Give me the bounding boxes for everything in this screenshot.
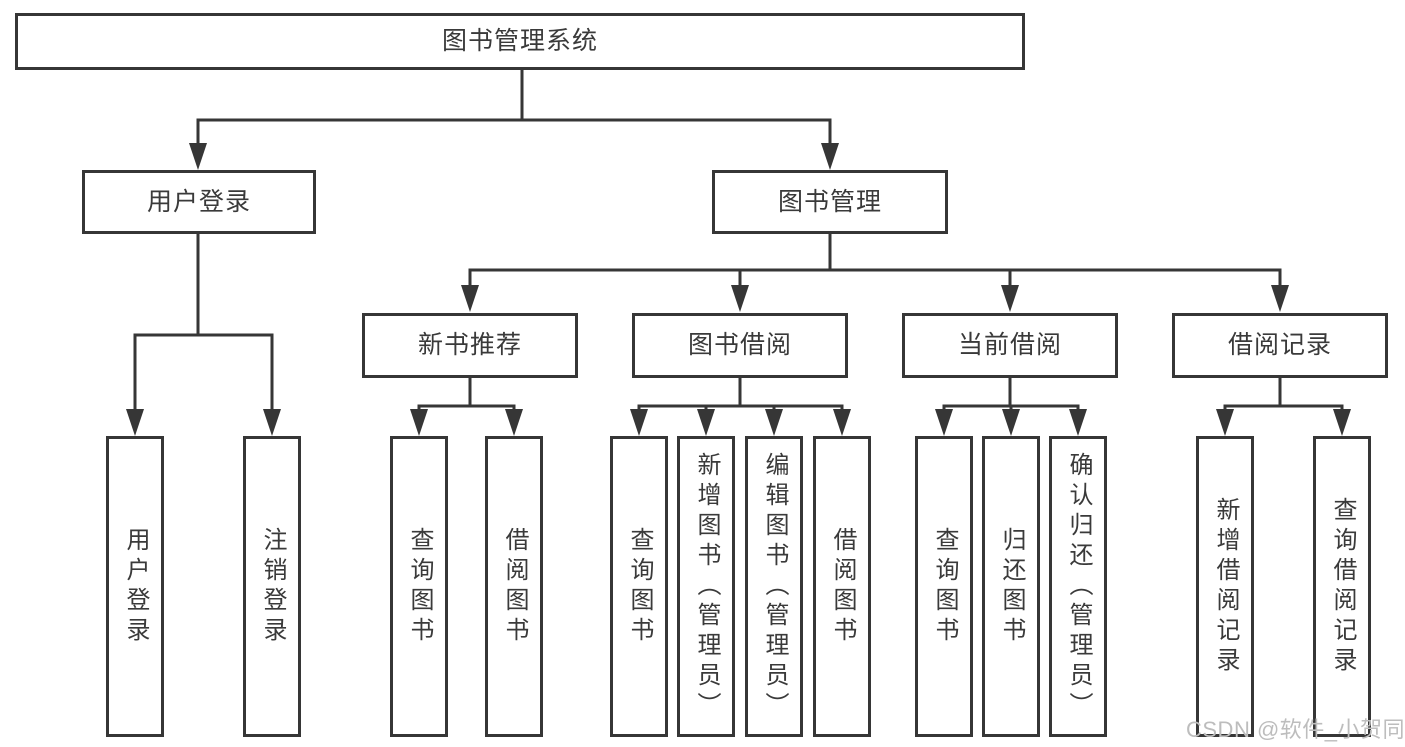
connector-current-borrow-to-leaves (935, 378, 1087, 436)
leaf-cb-return-book: 归还图书 (982, 436, 1040, 737)
node-current-borrow: 当前借阅 (902, 313, 1118, 378)
leaf-bb-query-book: 查询图书 (610, 436, 668, 737)
leaf-cb-confirm-return-admin: 确认归还（管理员） (1049, 436, 1107, 737)
node-borrow-record: 借阅记录 (1172, 313, 1388, 378)
node-new-book-recommend: 新书推荐 (362, 313, 578, 378)
leaf-br-query-record: 查询借阅记录 (1313, 436, 1371, 737)
connector-root-to-level2 (189, 69, 839, 170)
node-user-login: 用户登录 (82, 170, 316, 234)
node-book-borrow: 图书借阅 (632, 313, 848, 378)
node-book-management: 图书管理 (712, 170, 948, 234)
leaf-bb-borrow-book: 借阅图书 (813, 436, 871, 737)
leaf-br-add-record: 新增借阅记录 (1196, 436, 1254, 737)
node-root-system: 图书管理系统 (15, 13, 1025, 70)
connector-user-login-to-leaves (126, 234, 281, 436)
leaf-bb-edit-book-admin: 编辑图书（管理员） (745, 436, 803, 737)
leaf-logout: 注销登录 (243, 436, 301, 737)
csdn-watermark: CSDN @软件_小贺同学 (1186, 717, 1405, 742)
connector-borrow-record-to-leaves (1216, 378, 1351, 436)
connector-new-book-recommend-to-leaves (410, 378, 523, 436)
leaf-nbr-query-book: 查询图书 (390, 436, 448, 737)
leaf-user-login: 用户登录 (106, 436, 164, 737)
connector-book-borrow-to-leaves (630, 378, 851, 436)
leaf-bb-add-book-admin: 新增图书（管理员） (677, 436, 735, 737)
connector-book-management-to-level3 (461, 234, 1289, 312)
leaf-nbr-borrow-book: 借阅图书 (485, 436, 543, 737)
leaf-cb-query-book: 查询图书 (915, 436, 973, 737)
